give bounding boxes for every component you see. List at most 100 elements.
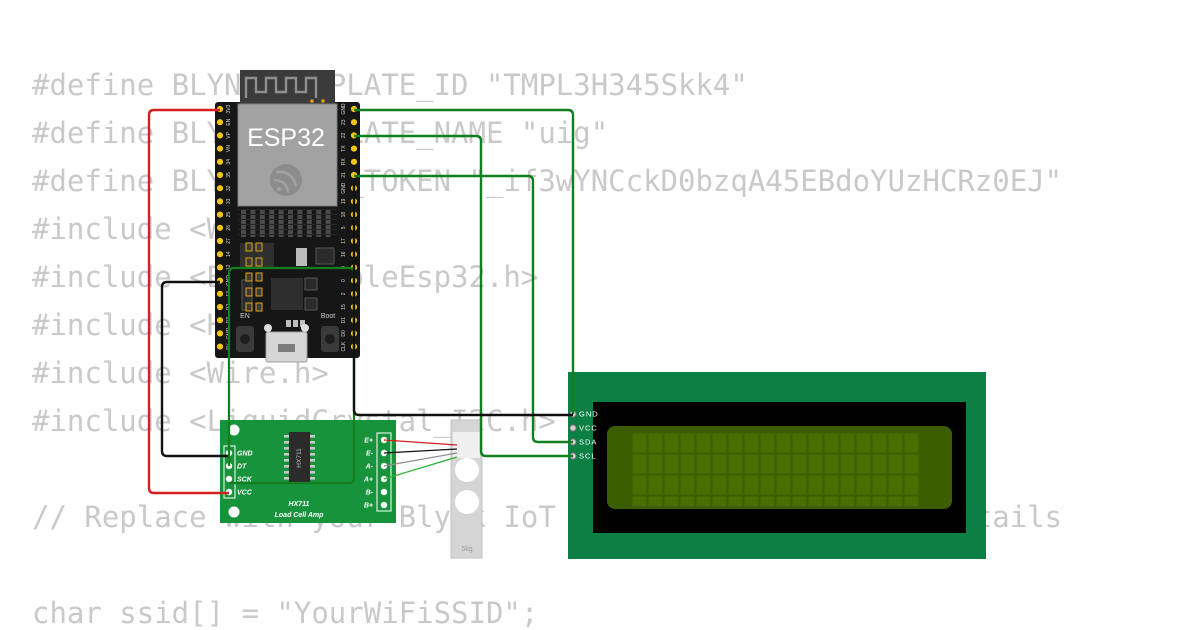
esp32-pin-left[interactable] [216,158,224,165]
espressif-logo-icon [270,164,302,196]
hx711-pin-label: B- [366,490,374,497]
lcd-pin-label: VCC [579,424,598,433]
esp32-pin-label: 32 [226,185,232,191]
esp32-pin-left[interactable] [216,224,224,231]
esp32-pin-left[interactable] [216,343,224,350]
load-cell-capacity-label: 5kg [461,546,472,553]
esp32-pin-left[interactable] [216,211,224,218]
wire-black-gnd-to-gnd[interactable] [160,280,229,458]
antenna-area [240,70,335,106]
esp32-pin-label: 17 [341,238,347,244]
esp32-pin-left[interactable] [216,303,224,311]
esp32-pin-label: 5 [341,226,347,229]
esp32-pin-left[interactable] [216,264,224,271]
en-button-cap [240,334,250,344]
esp32-pin-right[interactable] [350,158,358,165]
esp32-pin-label: 27 [226,238,232,244]
esp32-pin-label: 25 [226,212,232,218]
esp32-pin-left[interactable] [216,132,224,139]
esp32-pin-label: CLK [341,341,347,351]
lcd-pin[interactable] [569,424,577,432]
esp32-pin-label: 12 [226,264,232,270]
esp32-pin-left[interactable] [216,145,224,152]
esp32-pin-label: 14 [226,251,232,257]
wire-black-gnd-to-lcd-gnd[interactable] [352,178,573,417]
hx711-pin-right[interactable] [380,488,388,496]
esp32-pin-left[interactable] [216,251,224,258]
esp32-pin-left[interactable] [216,330,224,337]
wire-green-gpio21-to-sda[interactable] [354,174,573,444]
mounting-hole [228,424,240,436]
esp32-pin-label: D0 [341,330,347,337]
esp32-pin-label: 26 [226,225,232,231]
wire-green-dt-sck[interactable] [227,266,356,485]
wire-load-cell-black [383,448,458,454]
hx711-pin-label: A+ [363,477,373,484]
esp32-pin-right[interactable] [350,119,358,126]
esp32-pin-label: VP [226,131,232,138]
esp32-pin-label: 0 [341,279,347,282]
usb-uart-chip [271,278,303,310]
esp32-pin-label: 33 [226,198,232,204]
hx711-pin-right[interactable] [380,501,388,509]
hx711-right-pins: E+ E- A- A+ B- B+ [363,436,388,510]
esp32-pin-label: EN [226,118,232,125]
lcd-character-cells [632,433,920,506]
esp32-pin-label: VN [226,145,232,152]
hx711-pin-label: E+ [364,438,373,445]
esp32-pin-label: 23 [341,119,347,125]
esp32-pin-label: 19 [341,198,347,204]
esp32-pin-left[interactable] [216,317,224,324]
hx711-pin-left[interactable] [225,475,233,483]
esp32-pin-label: 2 [341,292,347,295]
esp32-label: ESP32 [247,124,325,152]
boot-button-cap [325,334,335,344]
lcd-pin-label: GND [579,410,599,419]
module-castellations [238,209,337,237]
hx711-pin-label: E- [366,451,374,458]
esp32-pin-right[interactable] [350,145,358,152]
hx711-pin-label: B+ [364,503,373,510]
hx711-pin-label: GND [237,451,253,458]
wire-green-top[interactable] [354,108,575,414]
wire-load-cell-white [383,452,458,467]
mounting-hole [228,506,240,518]
lcd-1602-i2c[interactable]: GND VCC SDA SCL [568,372,986,559]
esp32-pin-left[interactable] [216,237,224,245]
esp32-pin-label: TX [341,145,347,152]
hx711-chip-label: HX711 [296,448,303,468]
lcd-pin-label: SCL [579,452,597,461]
esp32-pin-left[interactable] [216,185,224,192]
hx711-pin-label: DT [237,464,247,471]
esp32-pin-label: 34 [226,159,232,165]
hx711-pin-label: VCC [237,490,253,497]
code-line: char ssid[] = "YourWiFiSSID"; [32,596,539,630]
esp32-pin-label: 3V3 [226,104,232,113]
esp32-board[interactable]: ESP32 EN Boot 3V3ENVPVN34353233252627141… [215,70,360,363]
esp32-pin-left[interactable] [216,119,224,126]
lcd-pin-label: SDA [579,438,597,447]
esp32-pin-label: 35 [226,172,232,178]
esp32-pin-left[interactable] [216,198,224,205]
boot-label: Boot [321,313,335,320]
hx711-title: HX711 [289,501,310,508]
esp32-pin-label: GND [341,182,347,194]
esp32-pin-left[interactable] [216,290,224,297]
wire-red-3v3-to-vcc[interactable] [147,108,229,495]
esp32-pin-label: 21 [341,172,347,178]
smd-components [245,242,305,327]
esp32-pin-label: 16 [341,251,347,257]
hx711-pin-label: A- [365,464,374,471]
en-label: EN [240,313,250,320]
esp32-pin-label: 22 [341,132,347,138]
antenna-trace [244,76,318,98]
esp32-pin-label: RX [341,158,347,166]
esp32-pin-left[interactable] [216,171,224,179]
load-cell[interactable]: 5kg [450,419,483,559]
hx711-pin-label: SCK [237,477,253,484]
esp32-pin-label: GND [341,103,347,115]
wire-green-gpio22-to-scl[interactable] [354,134,573,458]
